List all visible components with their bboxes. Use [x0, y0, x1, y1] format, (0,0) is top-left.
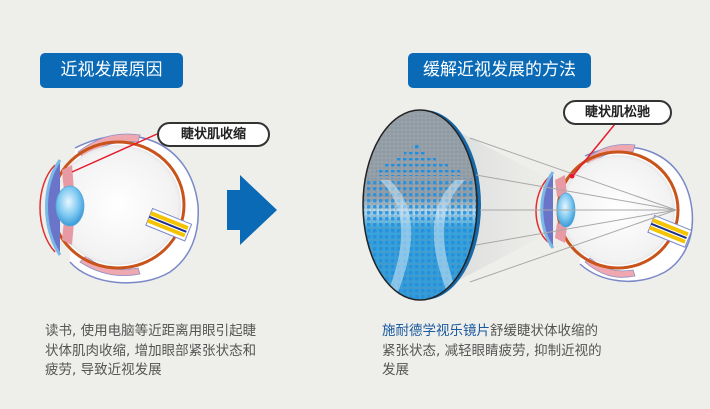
callout-ciliary-contract: 睫状肌收缩 [157, 122, 270, 147]
lens-microstructure-illustration [362, 109, 481, 301]
right-eye-illustration [469, 123, 694, 283]
method-description: 施耐德学视乐镜片舒缓睫状体收缩的紧张状态, 减轻眼睛疲劳, 抑制近视的发展 [382, 322, 602, 381]
right-arrow-icon [227, 175, 277, 245]
method-description-text: 舒缓睫状体收缩的紧张状态, 减轻眼睛疲劳, 抑制近视的发展 [382, 323, 602, 378]
brand-name: 施耐德学视乐镜片 [382, 323, 490, 339]
left-eye-illustration [39, 133, 199, 284]
callout-ciliary-relax: 睫状肌松驰 [563, 100, 672, 125]
section-title-cause: 近视发展原因 [40, 53, 183, 88]
cause-description: 读书, 使用电脑等近距离用眼引起睫状体肌肉收缩, 增加眼部紧张状态和疲劳, 导致… [45, 323, 257, 378]
section-title-method: 缓解近视发展的方法 [408, 53, 591, 88]
